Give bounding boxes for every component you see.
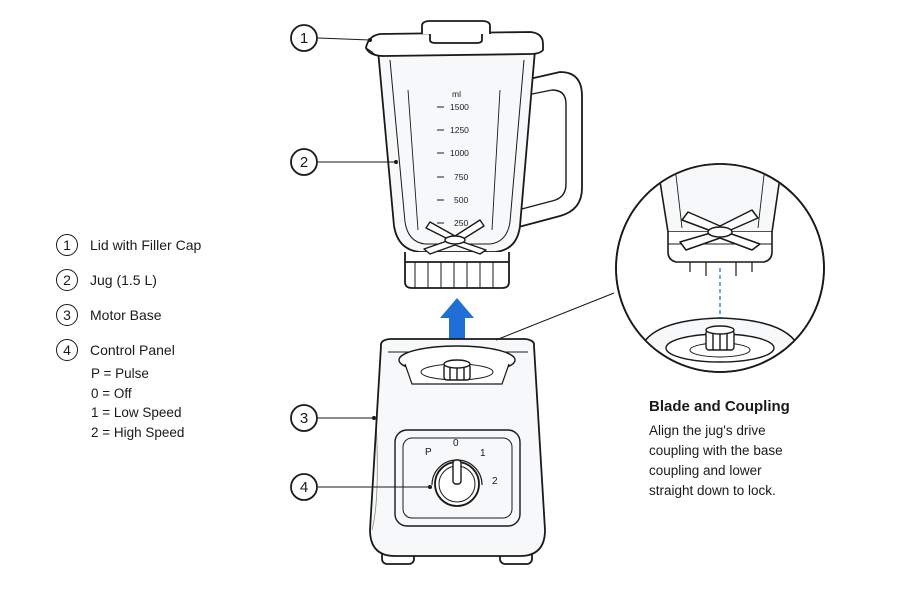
jug-blade-assembly <box>423 219 487 255</box>
legend-number: 1 <box>56 234 78 256</box>
legend-number: 4 <box>56 339 78 361</box>
control-panel <box>394 429 521 527</box>
legend-label: Motor Base <box>90 307 162 323</box>
detail-magnifier <box>615 163 825 373</box>
legend-item-control-panel: 4 Control Panel <box>56 337 256 363</box>
detail-line: Align the jug's drive <box>649 423 766 438</box>
scale-mark: 500 <box>454 195 468 205</box>
detail-caption: Blade and Coupling Align the jug's drive… <box>649 398 869 501</box>
callout-number: 4 <box>300 479 308 496</box>
measurement-scale <box>437 106 444 224</box>
base-coupling <box>443 359 471 381</box>
dial-label-0: 0 <box>453 438 459 449</box>
legend-number: 3 <box>56 304 78 326</box>
legend-label: Lid with Filler Cap <box>90 237 202 253</box>
legend-item-jug: 2 Jug (1.5 L) <box>56 267 256 293</box>
scale-mark: 250 <box>454 218 468 228</box>
callout-number: 2 <box>300 154 308 171</box>
jug-handle <box>514 71 583 229</box>
legend-item-lid: 1 Lid with Filler Cap <box>56 232 256 258</box>
legend-label: Control Panel <box>90 342 175 358</box>
detail-line: coupling and lower <box>649 463 762 478</box>
setting-pulse: P = Pulse <box>91 366 149 381</box>
dial-label-p: P <box>425 447 432 458</box>
dial-label-2: 2 <box>492 476 498 487</box>
setting-low: 1 = Low Speed <box>91 405 182 420</box>
callout-number: 3 <box>300 410 308 427</box>
detail-line: straight down to lock. <box>649 483 776 498</box>
lift-arrow-icon <box>440 298 474 348</box>
detail-blade <box>679 209 761 251</box>
jug <box>377 49 583 289</box>
scale-mark: 1500 <box>450 102 469 112</box>
lid <box>365 20 544 57</box>
legend-label: Jug (1.5 L) <box>90 272 157 288</box>
legend-item-motor-base: 3 Motor Base <box>56 302 256 328</box>
scale-mark: 750 <box>454 172 468 182</box>
detail-line: coupling with the base <box>649 443 783 458</box>
control-settings-list: P = Pulse 0 = Off 1 = Low Speed 2 = High… <box>91 364 256 442</box>
callout-markers <box>290 24 318 501</box>
detail-base-coupling <box>705 325 735 351</box>
setting-high: 2 = High Speed <box>91 424 185 440</box>
legend-number: 2 <box>56 269 78 291</box>
detail-title: Blade and Coupling <box>649 398 790 415</box>
scale-mark: 1250 <box>450 125 469 135</box>
setting-off: 0 = Off <box>91 385 132 401</box>
scale-unit: ml <box>452 89 461 99</box>
dial-label-1: 1 <box>480 448 486 459</box>
scale-mark: 1000 <box>450 148 469 158</box>
speed-dial[interactable] <box>431 459 483 507</box>
motor-base <box>369 338 546 565</box>
callout-number: 1 <box>300 30 308 47</box>
detail-body: Align the jug's drive coupling with the … <box>649 421 869 501</box>
parts-legend: 1 Lid with Filler Cap 2 Jug (1.5 L) 3 Mo… <box>56 232 256 442</box>
filler-cap <box>421 20 491 44</box>
